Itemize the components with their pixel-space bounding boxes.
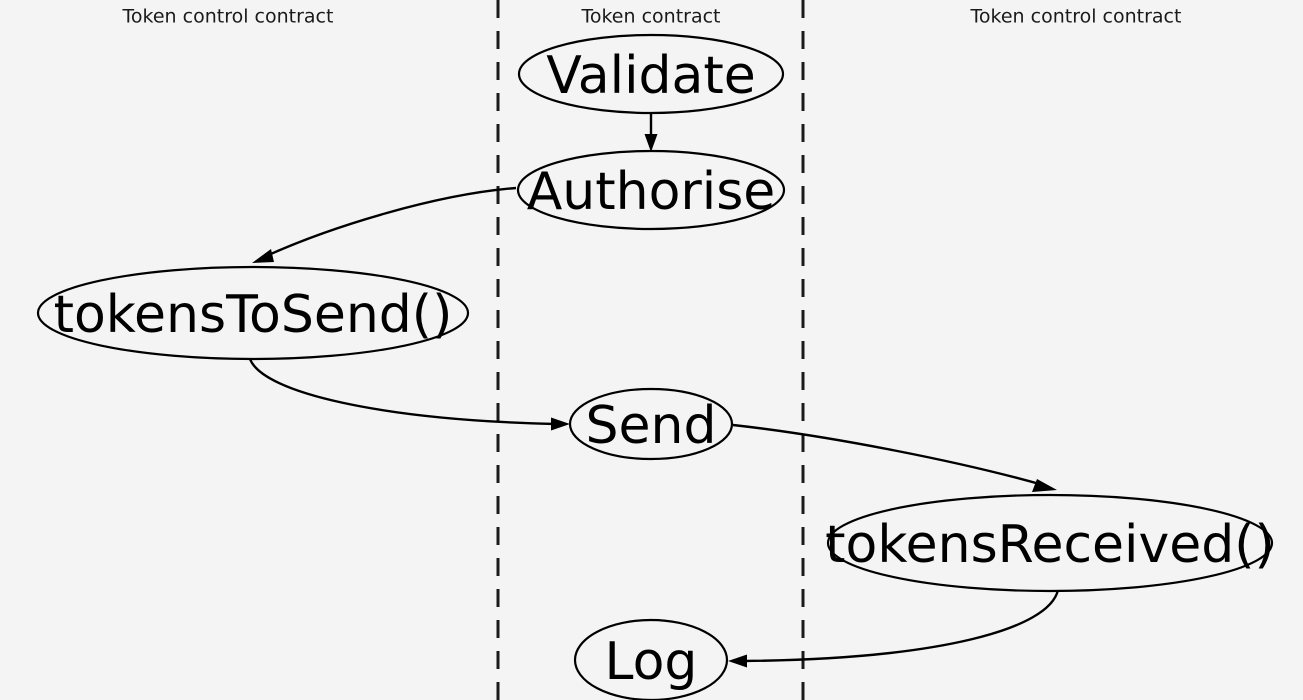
diagram-nodes: Validate Authorise tokensToSend() Send t… (36, 33, 1275, 700)
node-log[interactable]: Log (573, 618, 729, 700)
lane-labels: Token control contract Token contract To… (122, 6, 1182, 28)
node-tokens-received-shape[interactable] (826, 493, 1274, 593)
node-tokens-received-label: tokensReceived() (825, 515, 1275, 575)
edge-tokens-to-send-to-send (248, 358, 570, 431)
node-send-shape[interactable] (568, 387, 734, 461)
node-tokens-to-send-shape[interactable] (36, 265, 470, 361)
edge-line (743, 589, 1060, 663)
node-send-label: Send (586, 396, 717, 456)
edge-send-to-tokens-received (732, 423, 1057, 492)
node-log-label: Log (605, 632, 698, 692)
arrowhead-icon (252, 249, 274, 263)
edge-line (263, 186, 517, 259)
node-send[interactable]: Send (568, 387, 734, 461)
edge-validate-to-authorise (644, 114, 658, 152)
lane-label-right: Token control contract (970, 6, 1182, 28)
lane-dividers (496, 0, 805, 700)
node-tokens-to-send-label: tokensToSend() (54, 285, 453, 345)
diagram-edges (248, 114, 1060, 668)
edge-line (732, 423, 1044, 487)
edge-line (248, 358, 557, 426)
node-authorise-label: Authorise (527, 162, 776, 222)
node-tokens-to-send[interactable]: tokensToSend() (36, 265, 470, 361)
arrowhead-icon (551, 417, 570, 431)
edge-tokens-received-to-log (728, 589, 1060, 668)
arrowhead-icon (728, 654, 747, 668)
lane-label-left: Token control contract (122, 6, 334, 28)
node-tokens-received[interactable]: tokensReceived() (825, 493, 1275, 593)
edge-authorise-to-tokens-to-send (252, 186, 517, 263)
node-authorise[interactable]: Authorise (516, 149, 786, 231)
node-log-shape[interactable] (573, 618, 729, 700)
lane-label-middle: Token contract (580, 6, 720, 28)
arrowhead-icon (644, 134, 658, 152)
node-validate[interactable]: Validate (517, 33, 785, 115)
arrowhead-icon (1032, 479, 1057, 492)
node-authorise-shape[interactable] (516, 149, 786, 231)
node-validate-label: Validate (546, 46, 756, 106)
node-validate-shape[interactable] (517, 33, 785, 115)
